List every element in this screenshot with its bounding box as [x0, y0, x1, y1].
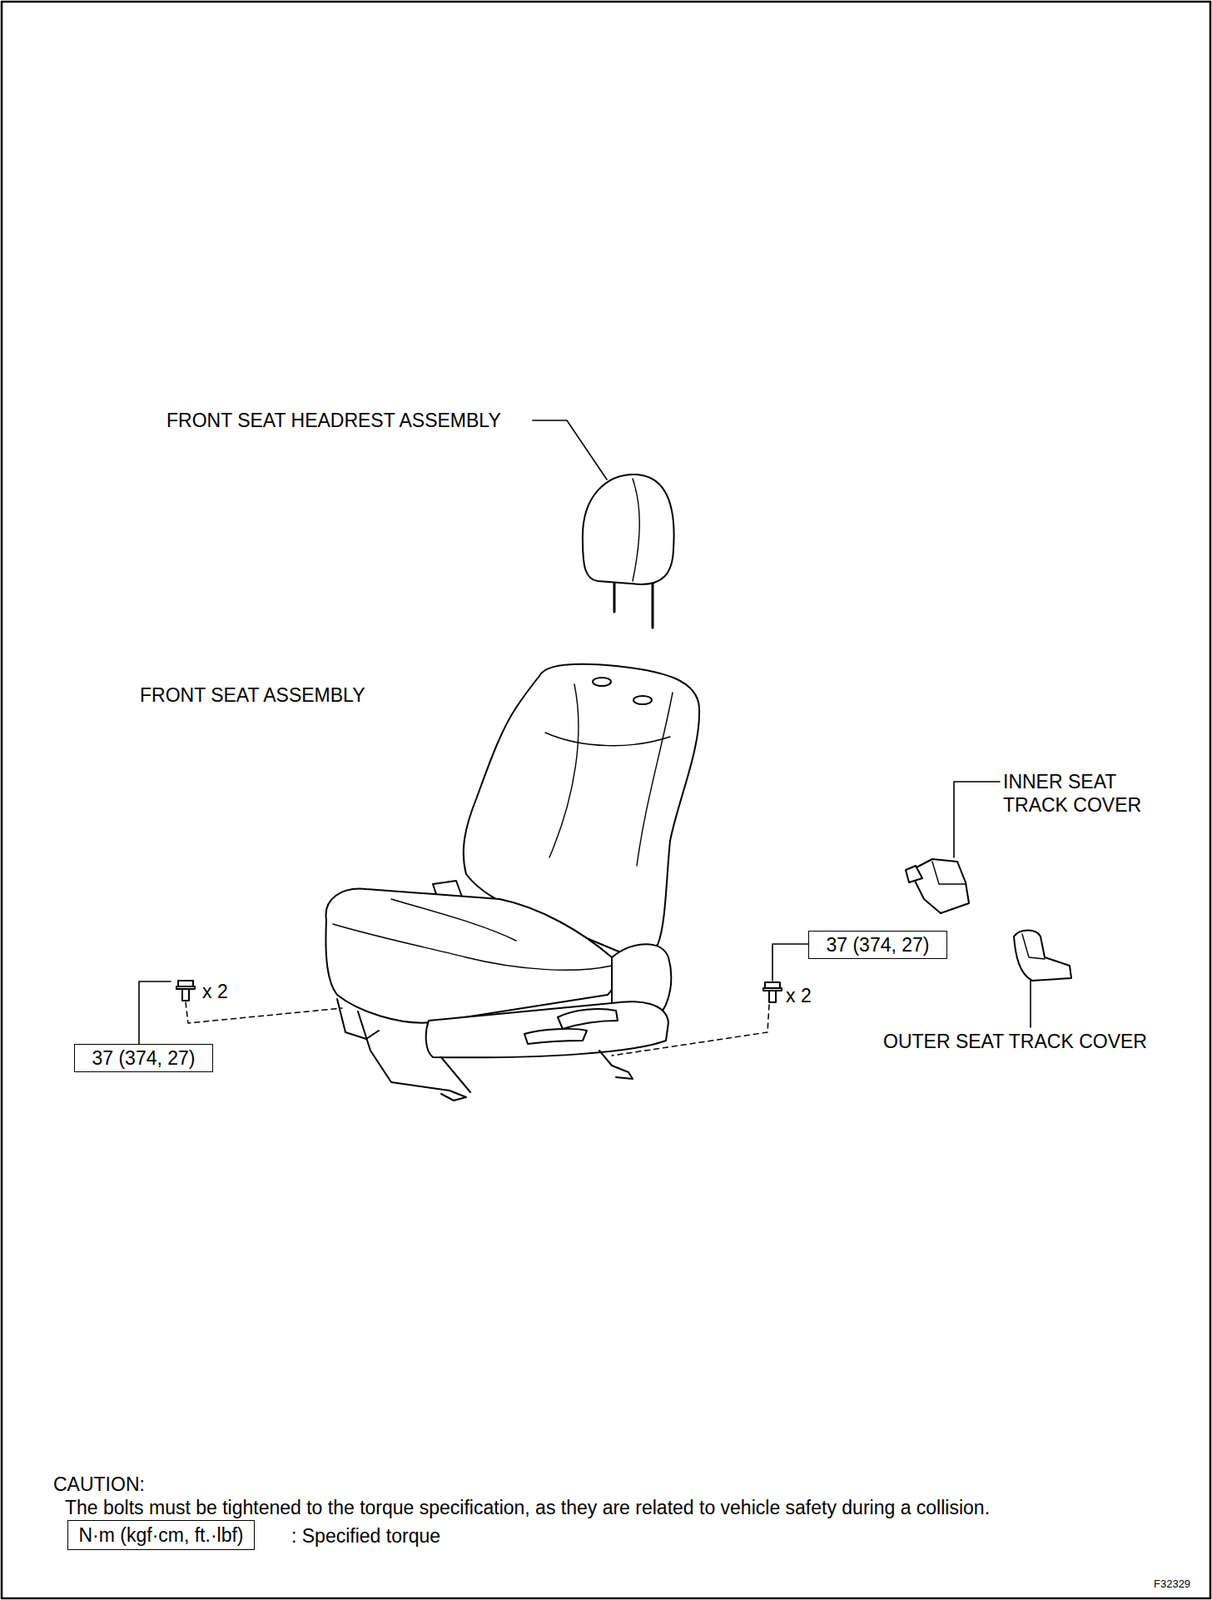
headrest-hole [633, 695, 652, 705]
bolt-shaft [182, 988, 189, 1001]
seat-back-seam [545, 732, 671, 746]
figure-number: F32329 [1153, 1577, 1191, 1591]
cushion-seam [332, 923, 612, 970]
caution-heading: CAUTION: [53, 1472, 145, 1496]
seat-rail [441, 1057, 471, 1093]
leader-line [953, 781, 1000, 858]
leader-line [772, 943, 809, 981]
quantity-label: x 2 [785, 983, 812, 1008]
headrest-drawing [582, 474, 675, 628]
inner-track-cover-drawing [905, 859, 969, 914]
seat-back-seam [636, 692, 673, 866]
headrest-post [651, 582, 655, 628]
torque-value: 37 (374, 27) [91, 1047, 195, 1069]
inner-seat-track-cover [911, 859, 969, 914]
torque-box: 37 (374, 27) [74, 1043, 214, 1073]
cover-edge [1022, 933, 1045, 959]
torque-box: 37 (374, 27) [808, 930, 948, 959]
bolt-shaft [769, 990, 776, 1003]
seat-back-seam [549, 684, 579, 858]
leader-line [532, 420, 607, 480]
quantity-label: x 2 [202, 979, 229, 1004]
leader-line [1029, 980, 1032, 1028]
seat-cushion [325, 889, 616, 1024]
leader-line [139, 981, 171, 1044]
cover-edge [932, 861, 966, 885]
torque-legend-box: N·m (kgf·cm, ft.·lbf) [67, 1519, 255, 1550]
cover-tab [905, 865, 923, 883]
part-name: FRONT SEAT HEADREST ASSEMBLY [166, 408, 502, 433]
bolt-symbol [176, 980, 195, 1001]
part-name: OUTER SEAT TRACK COVER [883, 1029, 1148, 1054]
headrest-hole [592, 677, 611, 686]
torque-value: N·m (kgf·cm, ft.·lbf) [78, 1524, 244, 1546]
adjust-lever [557, 1008, 618, 1029]
caution-note: The bolts must be tightened to the torqu… [64, 1495, 990, 1520]
bolt-head [178, 980, 194, 987]
seat-rail [599, 1050, 633, 1079]
seat-rail [337, 998, 379, 1039]
outer-seat-track-cover [1013, 930, 1072, 982]
adjust-lever [524, 1028, 587, 1044]
headrest-seam [632, 478, 640, 582]
headrest-post [613, 579, 616, 612]
seat-drawing [325, 664, 700, 1101]
part-name: INNER SEAT TRACK COVER [1003, 769, 1162, 817]
outer-track-cover-drawing [1013, 930, 1072, 982]
seat-rail [357, 1011, 467, 1101]
headrest-pad [582, 474, 675, 585]
part-name: FRONT SEAT ASSEMBLY [139, 683, 366, 707]
cushion-seam [391, 899, 517, 941]
dashed-line [185, 1002, 343, 1024]
dashed-line [611, 1004, 770, 1056]
legend-text: : Specified torque [291, 1524, 441, 1548]
bolt-symbol [763, 982, 782, 1003]
torque-value: 37 (374, 27) [825, 933, 929, 956]
side-shield [426, 1001, 669, 1058]
bolt-head [764, 982, 780, 989]
